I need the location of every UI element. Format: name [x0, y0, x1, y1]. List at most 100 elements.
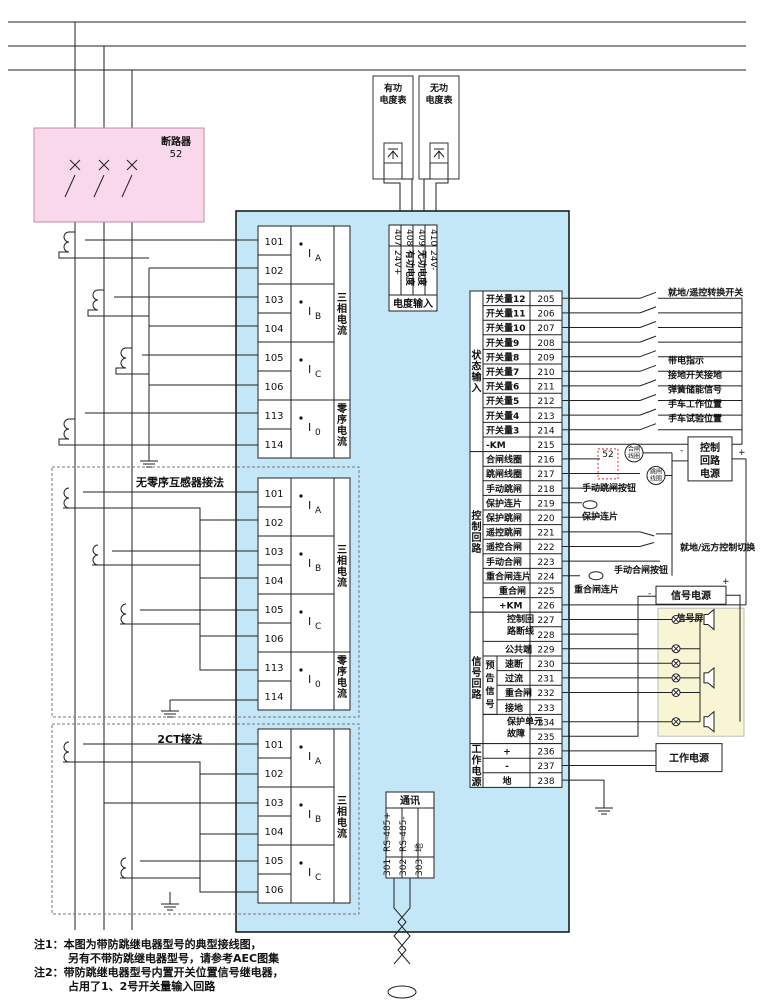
note-1-line-1: 注1：本图为带防跳继电器型号的典型接线图， — [34, 938, 262, 951]
status-row-label: 开关量9 — [486, 337, 519, 349]
status-row-label: 开关量7 — [486, 366, 519, 378]
energy-terminal-409: 409 — [416, 229, 426, 246]
svg-text:流: 流 — [337, 827, 347, 840]
svg-text:过流: 过流 — [505, 673, 523, 685]
terminal-210: 210 — [537, 368, 554, 378]
ct-terminal-105: 105 — [264, 353, 283, 364]
status-row-label: 开关量4 — [486, 410, 519, 422]
phase-current-label: I — [308, 866, 311, 879]
control-row-label: 手动跳闸 — [486, 483, 522, 495]
svg-text:流: 流 — [337, 435, 347, 448]
svg-text:作: 作 — [472, 754, 482, 767]
status-external-label: 手车工作位置 — [668, 398, 722, 410]
status-external-label: 就地/遥控转换开关 — [668, 286, 743, 298]
terminal-234: 234 — [537, 718, 554, 728]
control-row-label: 手动合闸 — [486, 556, 522, 568]
terminal-205: 205 — [537, 295, 554, 305]
svg-text:相: 相 — [337, 554, 347, 567]
control-row-label: 遥控跳闸 — [486, 527, 522, 539]
ct-terminal-113: 113 — [264, 411, 283, 422]
terminal-211: 211 — [537, 383, 554, 393]
energy-label-24v-plus: 24V+ — [392, 250, 402, 275]
ct-terminal-106: 106 — [264, 634, 283, 645]
svg-text:路断线: 路断线 — [507, 625, 534, 637]
svg-text:控: 控 — [472, 509, 482, 522]
svg-text:电度表: 电度表 — [425, 94, 453, 106]
svg-text:相: 相 — [337, 302, 347, 315]
twisted-pair-cable — [393, 878, 411, 965]
terminal-237: 237 — [537, 762, 554, 772]
svg-text:三: 三 — [337, 795, 347, 807]
ct-section-no-zero-title: 无零序互感器接法 — [135, 475, 224, 489]
ct-terminal-106: 106 — [264, 885, 283, 896]
energy-terminal-408: 408 — [404, 229, 414, 246]
comm-label: RS-485- — [399, 816, 409, 852]
comm-label: 地 — [413, 843, 425, 852]
svg-text:C: C — [315, 873, 321, 883]
svg-text:速断: 速断 — [505, 658, 523, 670]
note-1-line-2: 另有不带防跳继电器型号，请参考AEC图集 — [68, 952, 280, 965]
control-power-box-label: 控制 — [700, 441, 720, 454]
ct-terminal-114: 114 — [264, 692, 283, 703]
terminal-231: 231 — [537, 675, 554, 685]
breaker-contacts — [64, 159, 138, 198]
svg-text:序: 序 — [337, 665, 347, 678]
breaker-box — [33, 127, 205, 223]
svg-text:重合闸: 重合闸 — [505, 687, 532, 699]
energy-terminal-410: 410 — [428, 229, 438, 246]
svg-text:回: 回 — [472, 532, 482, 544]
terminal-236: 236 — [537, 748, 554, 758]
comm-terminal-303: 303 — [415, 859, 425, 876]
svg-text:入: 入 — [472, 382, 482, 394]
control-power-box-label: 电源 — [700, 467, 720, 480]
work-power-box: 工作电源 — [669, 752, 709, 765]
control-breaker-code: 52 — [602, 450, 613, 460]
ct-terminal-114: 114 — [264, 440, 283, 451]
status-row-label: 开关量6 — [486, 381, 519, 393]
ct-terminal-105: 105 — [264, 605, 283, 616]
ct-terminal-113: 113 — [264, 663, 283, 674]
svg-text:跳闸: 跳闸 — [650, 468, 662, 476]
svg-text:三: 三 — [337, 544, 347, 556]
ct-section-2ct-title: 2CT接法 — [157, 732, 202, 746]
svg-text:三: 三 — [337, 292, 347, 304]
terminal-232: 232 — [537, 689, 554, 699]
phase-current-label: I — [308, 557, 311, 570]
svg-text:无功: 无功 — [429, 82, 448, 94]
svg-text:0: 0 — [315, 680, 321, 690]
ct-terminal-101: 101 — [264, 489, 283, 500]
terminal-235: 235 — [537, 733, 554, 743]
terminal-213: 213 — [537, 412, 554, 422]
local-remote-label: 就地/远方控制切换 — [680, 542, 756, 554]
svg-text:B: B — [315, 312, 321, 322]
energy-terminal-407: 407 — [392, 229, 402, 246]
control-power-minus: - — [680, 446, 683, 456]
energy-label-24v-minus: 24V- — [428, 250, 438, 270]
control-row-label: 合闸线圈 — [486, 454, 522, 466]
svg-text:工: 工 — [472, 745, 482, 756]
comm-label: RS-485+ — [383, 812, 393, 852]
svg-text:有功: 有功 — [384, 82, 402, 94]
phase-current-label: I — [308, 247, 311, 260]
svg-text:控制回: 控制回 — [507, 613, 534, 625]
control-row-label: 遥控合闸 — [486, 541, 522, 553]
phase-current-label: I — [308, 305, 311, 318]
comm-terminal-302: 302 — [399, 859, 409, 876]
svg-text:+: + — [722, 577, 730, 587]
svg-text:合闸: 合闸 — [628, 445, 640, 453]
ct-section-2ct — [51, 723, 360, 915]
svg-text:制: 制 — [472, 520, 482, 533]
svg-text:0: 0 — [315, 428, 321, 438]
ct-terminal-105: 105 — [264, 856, 283, 867]
ct-terminal-101: 101 — [264, 237, 283, 248]
svg-text:回: 回 — [472, 678, 482, 690]
svg-text:A: A — [315, 506, 322, 516]
svg-text:序: 序 — [337, 413, 347, 426]
svg-text:相: 相 — [337, 805, 347, 818]
